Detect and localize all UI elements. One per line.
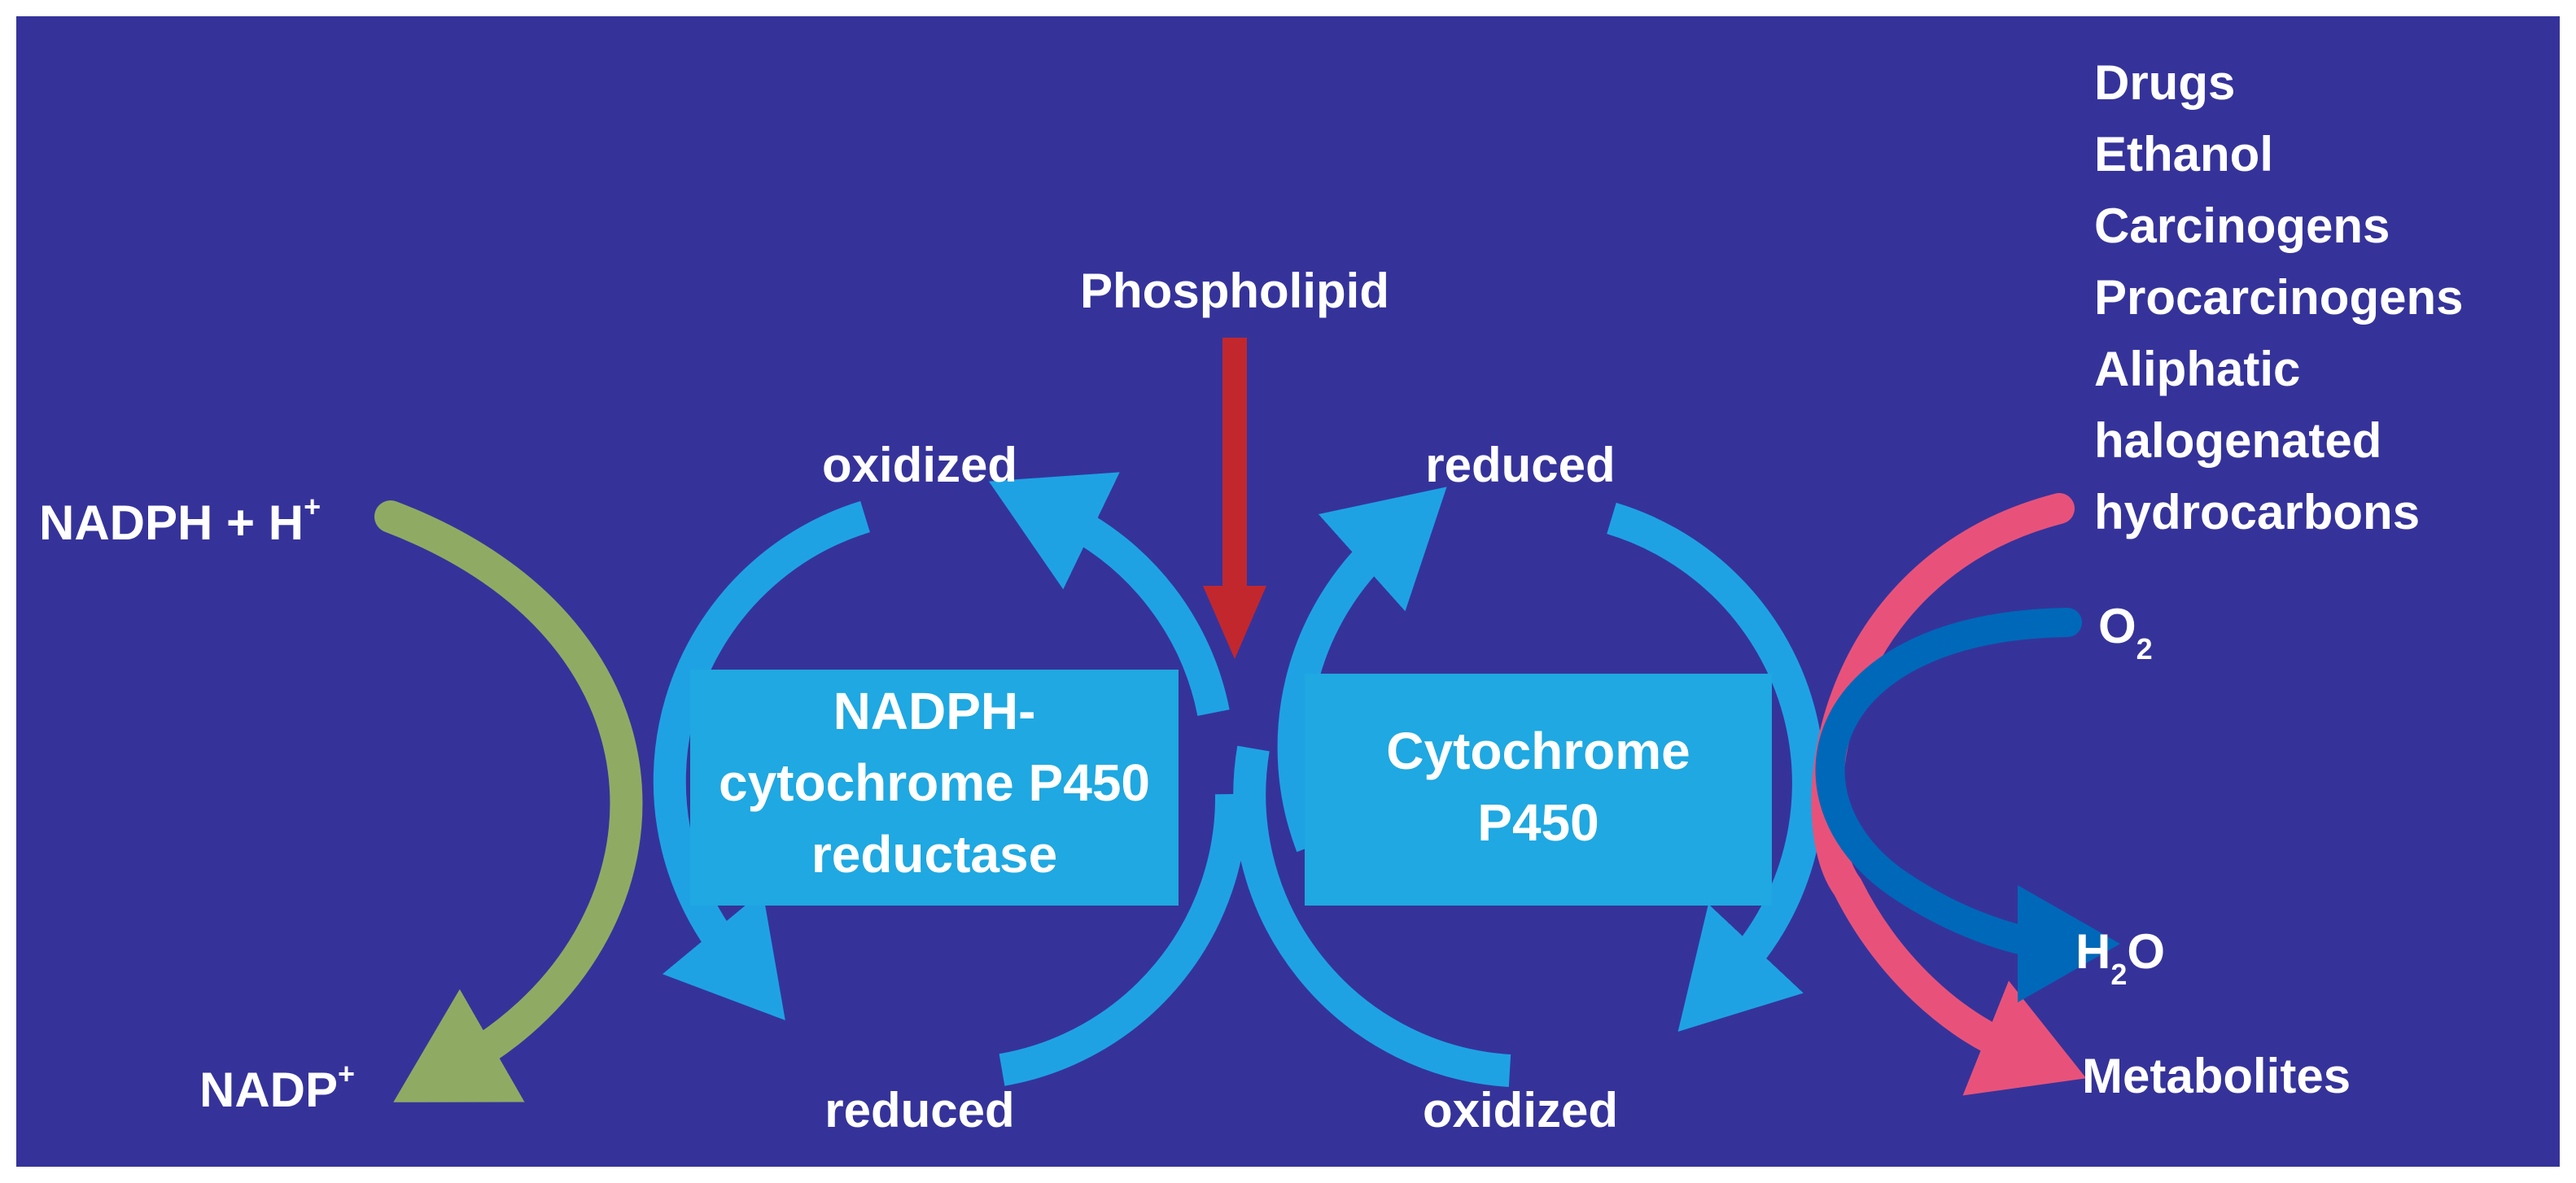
substrate-item: Ethanol (2094, 127, 2273, 181)
nadp-label: NADP+ (199, 1057, 355, 1117)
reductase-arc-bottom-right (999, 793, 1249, 1086)
p450-box-line-2: P450 (1477, 793, 1599, 852)
diagram-background (16, 16, 2560, 1167)
p450-arc-right (1607, 502, 1825, 1032)
substrate-item: Drugs (2094, 55, 2235, 110)
substrate-to-metabolites-arrow (1811, 493, 2087, 1096)
reductase-box-line-2: cytochrome P450 (719, 753, 1150, 812)
p450-box-line-1: Cytochrome (1386, 722, 1690, 780)
substrate-item: Carcinogens (2094, 199, 2390, 253)
metabolites-label: Metabolites (2082, 1049, 2351, 1103)
substrate-item: Aliphatic (2094, 342, 2300, 396)
water-label: H2O (2075, 924, 2165, 991)
p450-bottom-label: oxidized (1423, 1083, 1618, 1137)
substrate-item: hydrocarbons (2094, 485, 2420, 539)
reductase-top-label: oxidized (822, 438, 1017, 492)
substrate-item: halogenated (2094, 413, 2381, 468)
oxygen-label: O2 (2098, 599, 2153, 666)
reductase-arc-top-right (988, 472, 1230, 716)
reductase-box (690, 670, 1179, 906)
phospholipid-arrow-head (1203, 586, 1266, 659)
nadph-label: NADPH + H+ (39, 490, 321, 550)
p450-top-label: reduced (1425, 438, 1615, 492)
oxygen-to-water-arrow (1815, 608, 2120, 1002)
phospholipid-label: Phospholipid (1080, 264, 1389, 318)
reductase-bottom-label: reduced (824, 1083, 1014, 1137)
p450-arc-bottom-left (1233, 745, 1511, 1087)
reductase-box-line-1: NADPH- (833, 682, 1036, 740)
p450-box (1305, 674, 1772, 906)
reductase-box-line-3: reductase (811, 825, 1057, 884)
substrate-item: Procarcinogens (2094, 270, 2464, 325)
p450-arc-top-left (1277, 487, 1447, 853)
nadph-oxidation-arrow (374, 500, 643, 1102)
